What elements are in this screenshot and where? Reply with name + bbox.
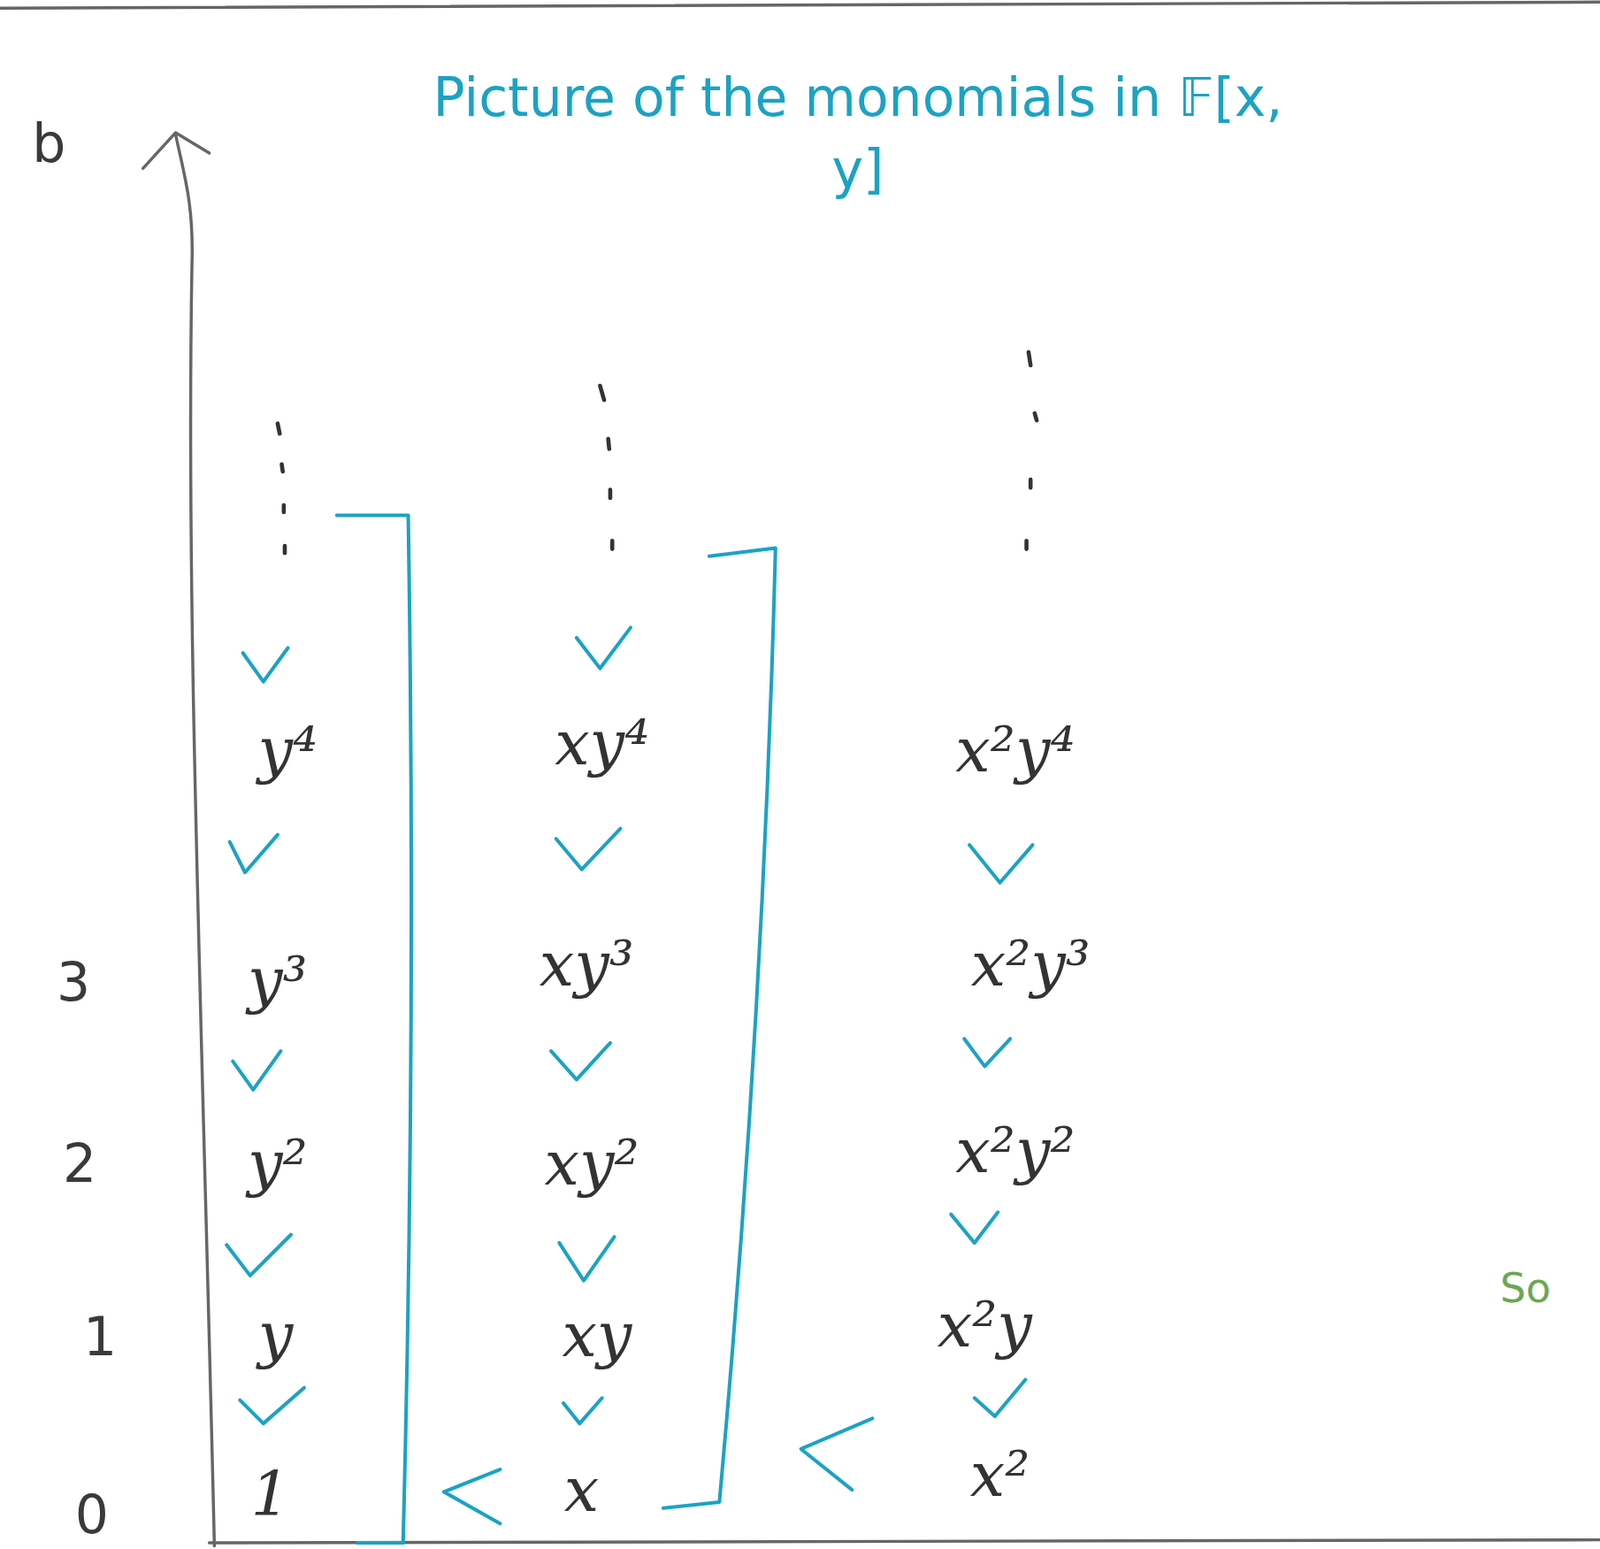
monomial: y³ xyxy=(247,949,308,1011)
monomial: x²y² xyxy=(955,1119,1075,1182)
monomial: xy² xyxy=(544,1132,640,1195)
ellipsis-dots xyxy=(599,385,613,550)
monomial: xy³ xyxy=(539,933,635,996)
note: So xyxy=(1500,1267,1551,1309)
less-than-sign xyxy=(444,1469,500,1524)
monomial: x xyxy=(564,1458,599,1521)
bracket xyxy=(336,515,412,1544)
axis-tick-label: 0 xyxy=(75,1487,109,1541)
check-mark xyxy=(239,1387,305,1424)
ellipsis-dots xyxy=(1026,352,1038,550)
axis-tick-label: 1 xyxy=(83,1309,117,1363)
check-mark xyxy=(556,828,621,870)
axis-arrow xyxy=(143,132,210,169)
monomial: x² xyxy=(970,1443,1031,1506)
axis-label: b xyxy=(31,116,66,170)
check-mark xyxy=(232,1050,281,1090)
axis-tick-label: 2 xyxy=(62,1136,97,1190)
check-mark xyxy=(974,1379,1026,1417)
monomial: xy⁴ xyxy=(554,711,650,774)
check-mark xyxy=(576,627,631,668)
check-mark xyxy=(969,844,1034,883)
monomial: 1 xyxy=(250,1462,291,1525)
monomial: y² xyxy=(247,1132,308,1195)
bracket xyxy=(663,547,776,1508)
axis-line xyxy=(176,134,215,1546)
monomial: x²y³ xyxy=(971,933,1091,996)
check-mark xyxy=(243,647,289,682)
axis-tick-label: 3 xyxy=(56,955,91,1009)
check-mark xyxy=(226,1234,291,1276)
check-mark xyxy=(964,1038,1011,1066)
monomial: y xyxy=(258,1303,294,1366)
check-mark xyxy=(551,1042,611,1080)
check-mark xyxy=(558,1236,614,1281)
check-mark xyxy=(563,1397,603,1424)
check-mark xyxy=(229,834,278,873)
monomial: xy xyxy=(561,1303,632,1366)
monomial: x²y xyxy=(937,1293,1033,1356)
ellipsis-dots xyxy=(277,423,285,553)
frame-line xyxy=(0,1,1600,8)
check-mark xyxy=(950,1211,998,1243)
frame-line xyxy=(209,1539,1600,1543)
less-than-sign xyxy=(801,1417,873,1490)
title: Picture of the monomials in 𝔽[x, y] xyxy=(415,61,1301,206)
monomial: x²y⁴ xyxy=(955,719,1075,781)
monomial: y⁴ xyxy=(258,719,319,781)
